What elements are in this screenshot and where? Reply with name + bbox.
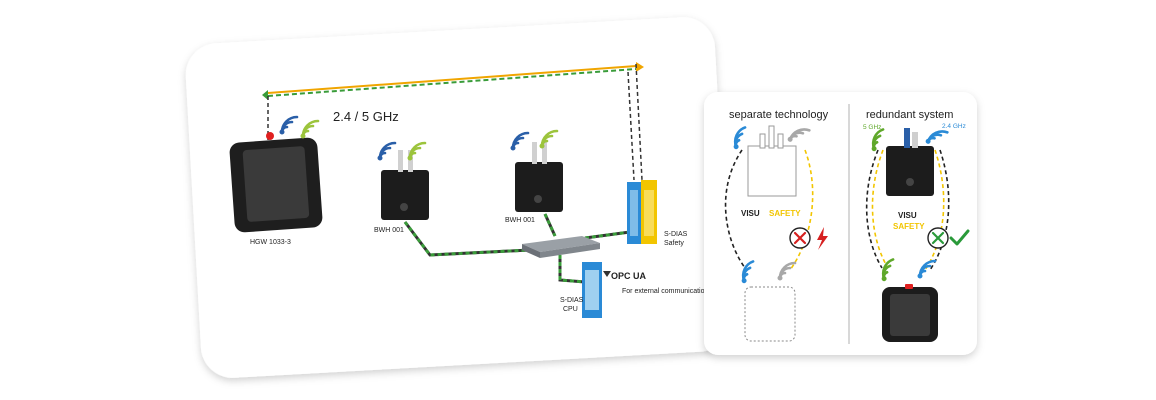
sdias-safety-label-1: S-DIAS [664, 231, 688, 238]
bwh-left-device [381, 150, 429, 220]
sdias-safety-label-2: Safety [664, 240, 684, 247]
bwh-right-device [515, 142, 563, 212]
bwh-left-label: BWH 001 [374, 227, 404, 234]
separate-visu-label: VISU [741, 209, 760, 218]
opcua-label: OPC UA [611, 271, 647, 281]
separate-visu-link [724, 149, 746, 269]
lightning-icon [817, 227, 828, 250]
opcua-logo-icon [603, 271, 611, 277]
separate-safety-link [789, 149, 814, 271]
wireless-link-lines [262, 62, 644, 181]
hgw-label: HGW 1033-3 [250, 239, 291, 246]
checkmark-icon [949, 229, 970, 246]
sdias-cpu-label-2: CPU [563, 306, 578, 313]
separate-top-device-outline [747, 125, 797, 197]
external-communication-label: For external communication [622, 288, 708, 295]
redundant-link-right-black [929, 149, 950, 271]
sdias-safety-module [627, 180, 657, 244]
separate-technology-title: separate technology [729, 109, 829, 121]
redundant-visu-label: VISU [898, 211, 917, 220]
redundant-link-left-yellow [871, 149, 889, 269]
sdias-cpu-module [582, 262, 602, 318]
freq-5ghz-label: 5 GHz [863, 124, 881, 131]
frequency-label: 2.4 / 5 GHz [333, 109, 399, 124]
freq-24ghz-label: 2.4 GHz [942, 123, 966, 130]
redundant-system-title: redundant system [866, 109, 953, 121]
redundant-link-left-black [865, 149, 883, 269]
redundant-link-right-yellow [924, 149, 945, 271]
network-switch [522, 236, 600, 258]
redundant-bottom-handheld [882, 284, 938, 342]
separate-bottom-device-outline [744, 286, 796, 342]
sdias-cpu-label-1: S-DIAS [560, 297, 584, 304]
bwh-right-label: BWH 001 [505, 217, 535, 224]
hgw-device [229, 132, 323, 233]
wired-link-lines [403, 213, 631, 284]
success-x-icon [927, 227, 949, 249]
error-x-icon [789, 227, 811, 249]
separate-safety-label: SAFETY [769, 209, 801, 218]
redundant-safety-label: SAFETY [893, 222, 925, 231]
redundant-top-device [886, 128, 934, 196]
